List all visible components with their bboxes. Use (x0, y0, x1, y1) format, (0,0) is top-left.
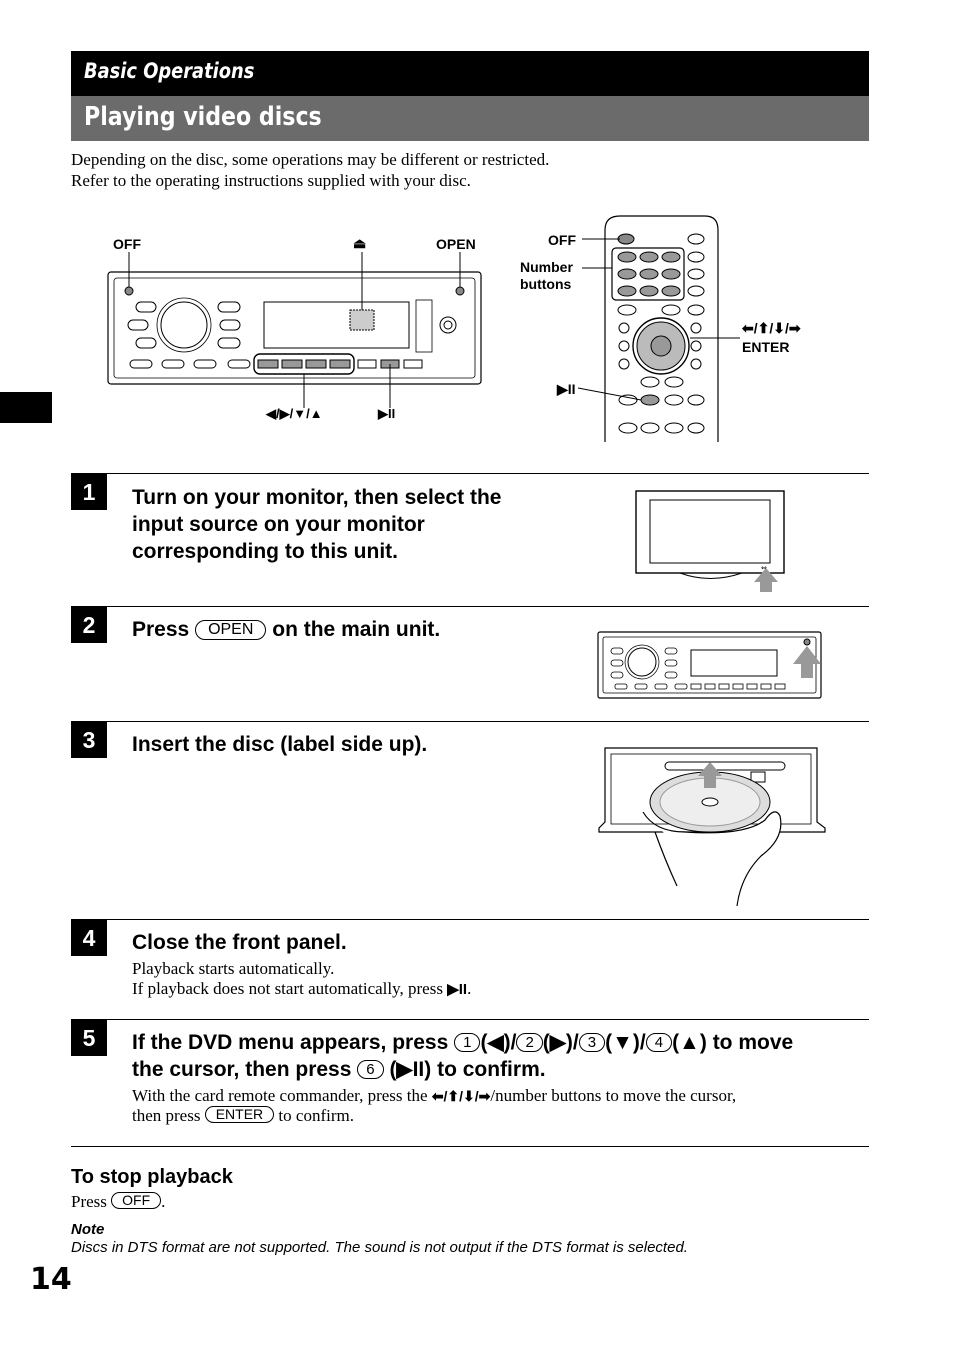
remote-off-label: OFF (548, 232, 576, 248)
step-2-title: Press OPEN on the main unit. (132, 616, 440, 643)
stop-playback-body: Press OFF. (71, 1192, 165, 1212)
number-key-2: 2 (516, 1033, 543, 1052)
step-2-number: 2 (71, 607, 107, 643)
step-5-body-line-1: With the card remote commander, press th… (132, 1086, 736, 1106)
unit-off-label: OFF (113, 236, 141, 252)
svg-text:⇔: ⇔ (761, 564, 767, 572)
main-unit-diagram (107, 252, 482, 408)
step-5-body-pre: With the card remote commander, press th… (132, 1086, 428, 1105)
page-title-bar: Playing video discs (71, 96, 869, 141)
down-arrow-symbol: (▼)/ (605, 1031, 646, 1054)
step-4-body-end: . (467, 979, 472, 998)
step-4-body-text: If playback does not start automatically… (132, 979, 443, 998)
unit-open-illustration (597, 631, 822, 699)
step-1-number: 1 (71, 474, 107, 510)
step-4-rule (71, 919, 869, 920)
open-button-key: OPEN (195, 620, 267, 640)
note-title: Note (71, 1221, 105, 1238)
bottom-rule (71, 1146, 869, 1147)
unit-arrows-label: ◀/▶/▼/▲ (266, 406, 323, 421)
step-1-title-line-1: Turn on your monitor, then select the (132, 486, 502, 509)
step-5-title-l2-post: (▶II) to confirm. (389, 1058, 546, 1081)
left-arrow-symbol: (◀)/ (480, 1031, 517, 1054)
step-4-body-line-1: Playback starts automatically. (132, 959, 335, 978)
page-title: Playing video discs (84, 102, 322, 132)
step-4-number: 4 (71, 920, 107, 956)
remote-number-label-1: Number (520, 259, 573, 275)
remote-play-pause-label: ▶II (557, 381, 576, 397)
step-1-rule (71, 473, 869, 474)
step-4-body-line-2: If playback does not start automatically… (132, 979, 471, 1000)
stop-period: . (161, 1192, 166, 1211)
step-4-title: Close the front panel. (132, 931, 347, 954)
step-3-title: Insert the disc (label side up). (132, 733, 428, 756)
step-5-title-line-2: the cursor, then press 6 (▶II) to confir… (132, 1056, 546, 1083)
play-pause-icon: ▶II (447, 981, 468, 998)
step-5-title-post: to move (712, 1031, 794, 1054)
insert-disc-illustration (598, 747, 826, 907)
step-5-body-line-2: then press ENTER to confirm. (132, 1106, 354, 1126)
chapter-tab (0, 392, 52, 423)
section-header: Basic Operations (71, 51, 869, 96)
step-1-title-line-2: input source on your monitor (132, 513, 425, 536)
number-key-1: 1 (454, 1033, 481, 1052)
step-5-number: 5 (71, 1020, 107, 1056)
unit-open-label: OPEN (436, 236, 476, 252)
number-key-4: 4 (645, 1033, 673, 1052)
step-2-rule (71, 606, 869, 607)
enter-button-key: ENTER (204, 1106, 275, 1123)
unit-play-pause-label: ▶II (378, 406, 396, 421)
page-number: 14 (30, 1262, 72, 1297)
remote-number-label-2: buttons (520, 276, 572, 292)
section-title: Basic Operations (84, 59, 255, 83)
right-arrow-symbol: (▶)/ (542, 1031, 579, 1054)
note-text: Discs in DTS format are not supported. T… (71, 1239, 688, 1256)
remote-diagram (577, 215, 740, 442)
step-3-rule (71, 721, 869, 722)
number-key-6: 6 (357, 1060, 384, 1079)
step-5-rule (71, 1019, 869, 1020)
stop-playback-title: To stop playback (71, 1166, 233, 1188)
intro-line-1: Depending on the disc, some operations m… (71, 150, 550, 169)
intro-line-2: Refer to the operating instructions supp… (71, 171, 471, 190)
remote-arrows-label: ⬅/⬆/⬇/➡ (742, 320, 801, 336)
number-key-3: 3 (578, 1033, 606, 1052)
step-5-title-l2-pre: the cursor, then press (132, 1058, 352, 1081)
step-5-body-l2-post: to confirm. (278, 1106, 354, 1125)
step-5-title-line-1: If the DVD menu appears, press 1(◀)/2(▶)… (132, 1029, 793, 1056)
stop-press: Press (71, 1192, 107, 1211)
step-2-press: Press (132, 618, 190, 641)
step-3-number: 3 (71, 722, 107, 758)
step-5-body-l2-pre: then press (132, 1106, 201, 1125)
step-2-post: on the main unit. (272, 618, 441, 641)
step-5-body-post: /number buttons to move the cursor, (490, 1086, 737, 1105)
unit-eject-label: ⏏ (353, 235, 367, 251)
step-1-title-line-3: corresponding to this unit. (132, 540, 398, 563)
step-5-title-pre: If the DVD menu appears, press (132, 1031, 449, 1054)
up-arrow-symbol: (▲) (672, 1031, 707, 1054)
arrow-keys-icon: ⬅/⬆/⬇/➡ (431, 1088, 491, 1104)
remote-enter-label: ENTER (742, 339, 790, 355)
off-button-key: OFF (111, 1192, 162, 1209)
monitor-illustration: ⇔ (635, 490, 785, 592)
